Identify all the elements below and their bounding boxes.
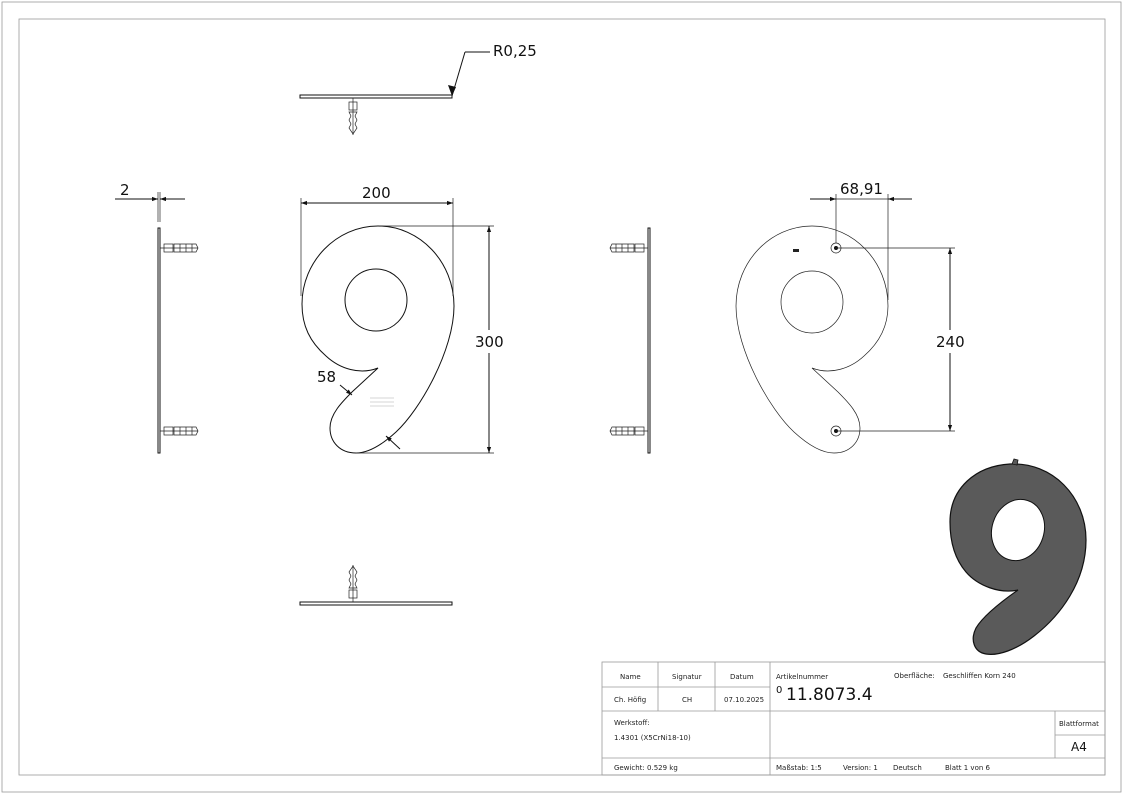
hole-offset-dimension: 68,91 [840, 180, 883, 198]
article-revision: 0 [776, 685, 782, 696]
front-view-outline [301, 225, 455, 454]
height-dimension-lines [356, 225, 494, 454]
thickness-dimension: 2 [120, 181, 130, 199]
article-number: 11.8073.4 [786, 685, 873, 705]
material-value: 1.4301 (X5CrNi18-10) [614, 734, 691, 742]
scale: Maßstab: 1:5 [776, 764, 822, 772]
left-side-bolt-bottom [160, 426, 199, 436]
rear-view-inner-hole [780, 270, 844, 334]
radius-dimension: R0,25 [493, 42, 537, 60]
right-side-plate [647, 227, 651, 454]
height-dimension: 300 [475, 333, 504, 351]
thickness-dimension-lines [115, 192, 185, 222]
rear-view: 68,91 240 [735, 180, 965, 454]
format-label: Blattformat [1059, 720, 1099, 728]
top-view-bolt [348, 98, 358, 135]
stroke-width-dimension-lines [339, 384, 401, 450]
value-signature: CH [682, 696, 692, 704]
bottom-view-plate [299, 601, 453, 606]
header-date: Datum [730, 673, 754, 681]
title-block-grid [601, 661, 1106, 776]
engraving-mark [370, 397, 394, 407]
title-block: Name Signatur Datum Ch. Höfig CH 07.10.2… [601, 661, 1106, 776]
format-value: A4 [1071, 740, 1087, 754]
top-view-plate [299, 94, 453, 99]
header-signature: Signatur [672, 673, 702, 681]
hole-spacing-dimension-lines [836, 247, 955, 432]
width-dimension: 200 [362, 184, 391, 202]
surface-label: Oberfläche: [894, 672, 935, 680]
bottom-view-bolt [348, 565, 358, 602]
surface-value: Geschliffen Korn 240 [943, 672, 1016, 680]
front-view: 200 300 58 [300, 184, 504, 454]
header-name: Name [620, 673, 641, 681]
stroke-width-dimension: 58 [317, 368, 336, 386]
isometric-view [949, 458, 1087, 655]
isometric-view-stud [1011, 458, 1019, 466]
material-label: Werkstoff: [614, 719, 650, 727]
right-side-bolt-top [609, 243, 648, 253]
article-label: Artikelnummer [776, 673, 828, 681]
right-side-view [609, 227, 651, 454]
top-view: R0,25 [299, 42, 537, 135]
front-view-inner-hole [344, 268, 408, 332]
left-side-plate [157, 227, 161, 454]
hole-offset-dimension-lines [810, 194, 912, 300]
language: Deutsch [893, 764, 922, 772]
left-side-view: 2 [115, 181, 199, 454]
value-date: 07.10.2025 [724, 696, 764, 704]
rear-view-outline [735, 225, 889, 454]
rear-view-small-mark [793, 249, 799, 252]
isometric-view-hole [990, 498, 1046, 562]
left-side-bolt-top [160, 243, 199, 253]
width-dimension-lines [300, 198, 454, 296]
bottom-view [299, 565, 453, 606]
radius-leader [448, 51, 490, 97]
version: Version: 1 [843, 764, 878, 772]
hole-spacing-dimension: 240 [936, 333, 965, 351]
drawing-frame [18, 18, 1106, 776]
sheet-number: Blatt 1 von 6 [945, 764, 991, 772]
weight: Gewicht: 0.529 kg [614, 764, 678, 772]
value-name: Ch. Höfig [614, 696, 646, 704]
right-side-bolt-bottom [609, 426, 648, 436]
